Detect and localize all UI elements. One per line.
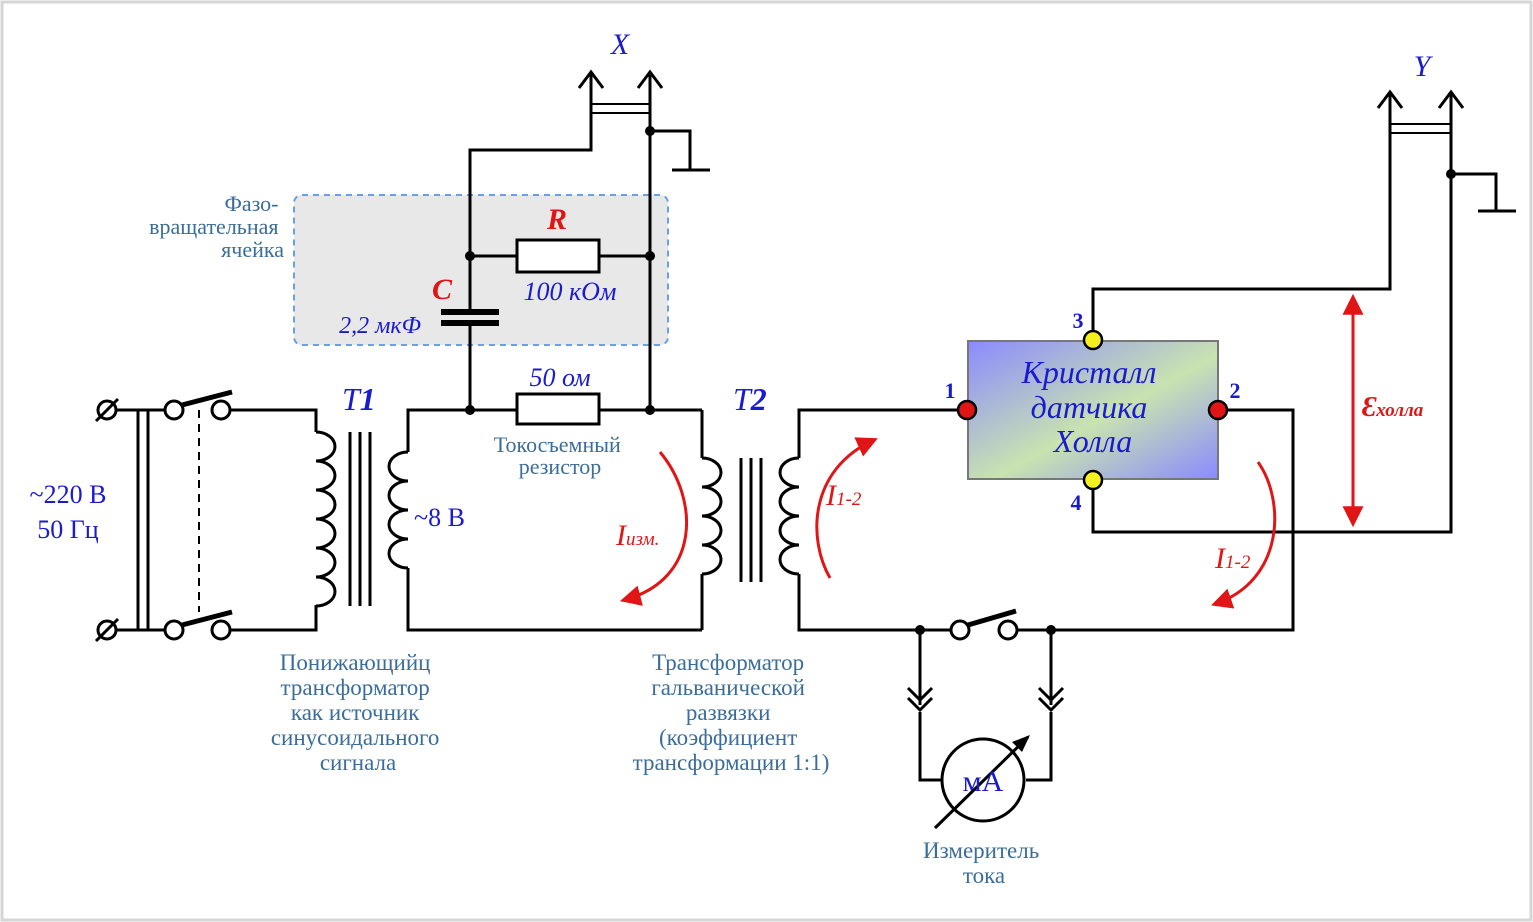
i-meas-label: Iизм.: [615, 519, 659, 552]
pin-1-terminal: [956, 399, 978, 421]
secondary-voltage-label: ~8 В: [414, 503, 465, 532]
pin-3-terminal: [1082, 329, 1104, 351]
x-output-connector: [577, 69, 664, 118]
pin-3-label: 3: [1073, 308, 1084, 333]
t2-primary-coil: [701, 456, 723, 576]
shunt-resistor: [515, 392, 601, 426]
shunt-caption: Токосъемный резистор: [494, 432, 627, 479]
source-voltage-label: ~220 В: [30, 480, 107, 509]
meter-caption: Измеритель тока: [923, 838, 1045, 888]
pin-4-label: 4: [1071, 490, 1082, 515]
i12-right-label: I1-2: [1214, 542, 1251, 575]
transformer-t1: T1 ~8 В Понижающийц трансформатор как ис…: [230, 381, 702, 775]
i12-label: I1-2: [825, 479, 862, 512]
milliammeter-icon: мА: [933, 735, 1030, 830]
t2-secondary-coil: [778, 456, 800, 576]
pin-2-terminal: [1207, 399, 1229, 421]
pin-1-label: 1: [945, 378, 956, 403]
y-output-connector: [1376, 89, 1465, 138]
ground-icon: [650, 129, 710, 172]
transformer-t2: T2 I1-2 Трансформатор гальванической раз…: [633, 381, 958, 775]
r-value-label: 100 кОм: [523, 277, 616, 306]
phase-cell-box: [293, 194, 669, 346]
source-frequency-label: 50 Гц: [37, 515, 99, 544]
phase-cell-caption: Фазо- вращательная ячейка: [149, 191, 284, 262]
hall-crystal-label: Кристалл датчика Холла: [1021, 354, 1165, 459]
ammeter-unit-label: мА: [963, 765, 1004, 798]
c-value-label: 2,2 мкФ: [339, 313, 421, 339]
hall-sensor: Кристалл датчика Холла 1 2 3 4 Ɛхолла I1…: [945, 50, 1516, 632]
switch-icon: [949, 608, 1019, 641]
hall-emf-label: Ɛхолла: [1362, 392, 1424, 423]
phase-resistor: [515, 238, 601, 274]
switch-icon: [163, 389, 233, 641]
t1-secondary-coil: [387, 450, 409, 570]
pin-4-terminal: [1082, 469, 1104, 491]
shunt-value-label: 50 ом: [529, 363, 590, 392]
shunt-and-phase-network: 50 ом Токосъемный резистор: [149, 28, 710, 606]
c-label: C: [432, 273, 453, 306]
t1-caption: Понижающийц трансформатор как источник с…: [271, 650, 445, 775]
y-output-label: Y: [1414, 50, 1434, 83]
t1-label: T1: [342, 381, 376, 417]
r-label: R: [546, 203, 567, 236]
ground-icon: [1451, 172, 1516, 213]
t2-label: T2: [733, 381, 767, 417]
x-output-label: X: [610, 28, 631, 61]
t2-caption: Трансформатор гальванической развязки (к…: [633, 650, 830, 775]
pin-2-label: 2: [1230, 378, 1241, 403]
mains-input: ~220 В 50 Гц: [30, 389, 233, 643]
t1-primary-coil: [315, 430, 337, 608]
current-meter-branch: мА Измеритель тока: [906, 608, 1065, 888]
